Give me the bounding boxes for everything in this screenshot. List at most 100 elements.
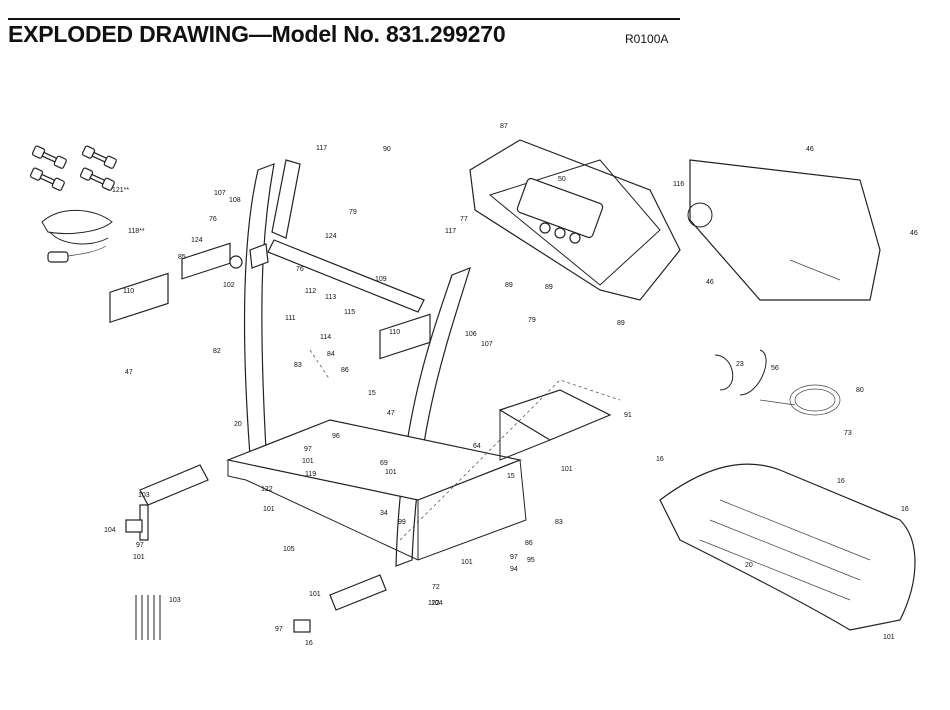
console-assembly [469,139,681,301]
cable [759,384,841,416]
part-label: 69 [380,460,388,467]
part-label: 124 [325,233,337,240]
part-label: 97 [136,542,144,549]
part-label: 47 [125,369,133,376]
part-label: 16 [837,478,845,485]
part-label: 115 [344,309,355,316]
part-label: 76 [296,266,304,273]
part-label: 15 [368,390,376,397]
part-label: 46 [706,279,714,286]
part-label: 103 [169,597,181,604]
part-label: 83 [555,519,563,526]
part-label: 20 [745,562,753,569]
handrails [109,242,431,360]
part-label: 110 [123,288,134,295]
part-label: 107 [481,341,493,348]
part-label: 23 [736,361,744,368]
part-label: 101 [883,634,895,641]
part-label: 124 [191,237,203,244]
part-label: 108 [229,197,241,204]
part-label: 72 [432,584,440,591]
part-label: 119 [305,471,316,478]
part-label: 121** [112,187,129,194]
part-label: 89 [505,282,513,289]
part-label: 47 [387,410,395,417]
part-label: 73 [844,430,852,437]
part-label: 87 [500,123,508,130]
part-label: 77 [460,216,468,223]
part-label: 107 [214,190,226,197]
part-label: 85 [178,254,186,261]
part-label: 101 [263,506,275,513]
part-label: 102 [223,282,235,289]
part-label: 16 [901,506,909,513]
part-label: 101 [133,554,145,561]
tray [498,389,612,441]
part-label: 113 [325,294,336,301]
screw-kit [135,595,161,640]
part-label: 34 [380,510,388,517]
part-label: 114 [320,334,331,341]
part-label: 97 [304,446,312,453]
part-label: 46 [806,146,814,153]
part-label: 15 [507,473,515,480]
part-label: 50 [558,176,566,183]
part-label: 64 [473,443,481,450]
dumbbells [29,145,117,191]
part-label: 82 [213,348,221,355]
console-cover [687,159,881,301]
part-label: 104 [431,600,443,607]
leveling-feet [125,464,387,633]
part-label: 117 [316,145,327,152]
part-label: 46 [910,230,918,237]
part-label: 94 [510,566,518,573]
part-label: 106 [465,331,477,338]
part-label: 96 [332,433,340,440]
part-label: 86 [525,540,533,547]
part-label: 16 [305,640,313,647]
strap-56 [739,349,767,396]
part-label: 118** [128,228,145,235]
part-label: 89 [617,320,625,327]
part-label: 101 [385,469,397,476]
part-label: 110 [389,329,400,336]
part-label: 111 [285,315,296,322]
part-labels: 117 90 87 46 116 79 50 121** 107 108 118… [104,123,918,647]
part-label: 101 [309,591,321,598]
part-label: 91 [624,412,632,419]
part-label: 122 [428,600,440,607]
part-label: 101 [461,559,473,566]
part-label: 86 [341,367,349,374]
header-rule [8,18,680,20]
part-label: 89 [545,284,553,291]
part-label: 76 [209,216,217,223]
part-label: 56 [771,365,779,372]
page-title: EXPLODED DRAWING—Model No. 831.299270 [8,21,506,47]
uprights-frame [225,159,527,567]
part-label: 20 [234,421,242,428]
part-label: 80 [856,387,864,394]
leader-lines [309,349,621,541]
motor-hood [659,463,916,631]
part-label: 101 [561,466,573,473]
part-label: 95 [527,557,535,564]
strap-23 [714,354,734,391]
drawing-code: R0100A [625,32,669,46]
part-label: 16 [656,456,664,463]
part-label: 97 [510,554,518,561]
part-label: 109 [375,276,387,283]
part-label: 79 [528,317,536,324]
part-label: 90 [383,146,391,153]
part-label: 99 [398,519,406,526]
part-label: 112 [305,288,316,295]
part-label: 84 [327,351,335,358]
part-label: 116 [673,181,684,188]
chest-strap [41,209,113,263]
part-label: 97 [275,626,283,633]
part-label: 79 [349,209,357,216]
part-label: 103 [138,492,150,499]
part-label: 122 [261,486,273,493]
part-label: 117 [445,228,456,235]
part-label: 83 [294,362,302,369]
